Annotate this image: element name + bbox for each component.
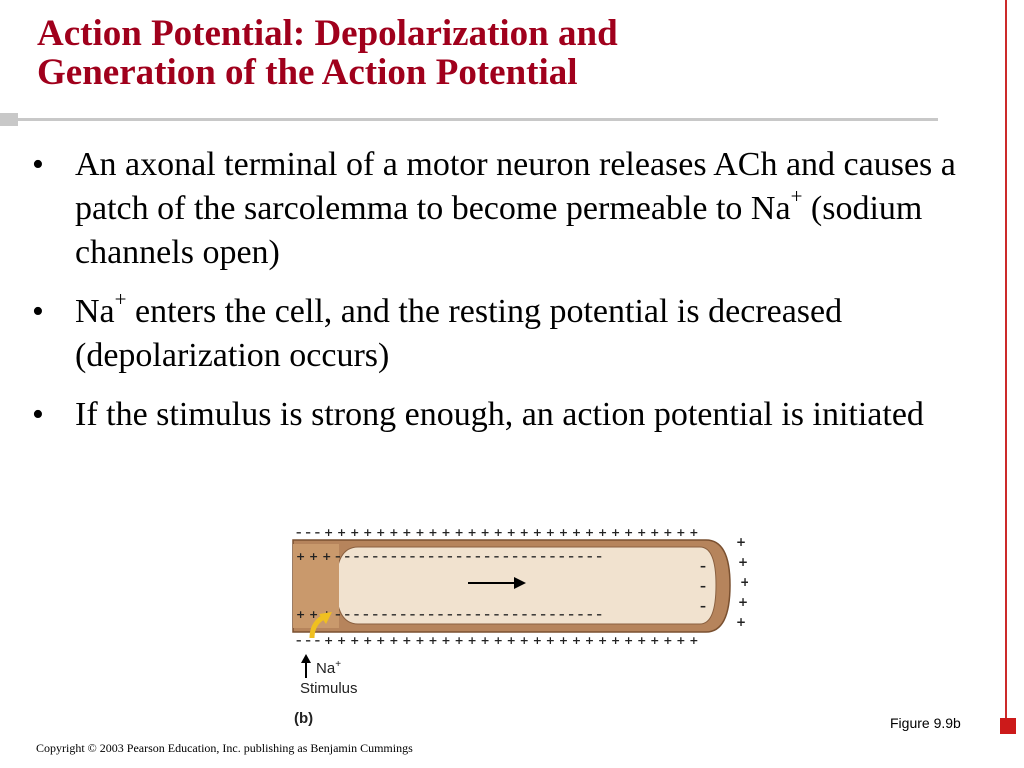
divider-tab — [0, 113, 18, 126]
slide-title-line-1: Action Potential: Depolarization and — [37, 13, 618, 54]
inner-top-charges: + + + – – – – – – – – – – – – – – – – – … — [296, 550, 602, 563]
slide-title: Action Potential: Depolarization and Gen… — [37, 14, 937, 92]
title-divider — [18, 118, 938, 121]
muscle-fiber-diagram: – – – + + + + + + + + + + + + + + + + + … — [292, 526, 750, 727]
corner-square — [1000, 718, 1016, 734]
bullet-marker: • — [32, 146, 44, 183]
svg-text:–: – — [700, 559, 706, 573]
na-label: Na+ — [316, 659, 341, 677]
panel-label: (b) — [294, 710, 313, 727]
svg-text:–: – — [700, 579, 706, 593]
inner-bottom-charges: + + + – – – – – – – – – – – – – – – – – … — [296, 608, 602, 621]
stimulus-label: Stimulus — [300, 680, 358, 697]
bullet-item: • If the stimulus is strong enough, an a… — [30, 393, 975, 437]
propagation-arrow — [468, 577, 526, 589]
bullet-text: An axonal terminal of a motor neuron rel… — [75, 146, 956, 227]
bullet-text: If the stimulus is strong enough, an act… — [75, 396, 924, 433]
svg-text:+: + — [738, 555, 748, 569]
depolarized-patch — [293, 544, 339, 628]
bullet-text-cont: enters the cell, and the resting potenti… — [75, 293, 843, 374]
accent-bar — [1005, 0, 1007, 718]
muscle-fiber-figure: – – – + + + + + + + + + + + + + + + + + … — [288, 520, 750, 730]
right-end-charges: – – – + + + + + — [700, 535, 750, 629]
bullet-text-cont: (sodium channels open) — [75, 190, 923, 271]
outer-bottom-charges: – – – + + + + + + + + + + + + + + + + + … — [296, 634, 699, 647]
svg-text:+: + — [738, 595, 748, 609]
copyright-notice: Copyright © 2003 Pearson Education, Inc.… — [36, 741, 413, 755]
svg-text:+: + — [736, 535, 746, 549]
bullet-item: • Na+ enters the cell, and the resting p… — [30, 286, 975, 378]
bullet-text: Na — [75, 293, 115, 330]
bullet-marker: • — [32, 293, 44, 330]
bullet-item: • An axonal terminal of a motor neuron r… — [30, 143, 975, 275]
bullet-marker: • — [32, 396, 44, 433]
figure-label: Figure 9.9b — [890, 715, 961, 731]
outer-top-charges: – – – + + + + + + + + + + + + + + + + + … — [296, 526, 699, 539]
superscript: + — [114, 286, 127, 311]
bullet-list: • An axonal terminal of a motor neuron r… — [30, 143, 975, 452]
stimulus-arrowhead — [319, 612, 332, 624]
slide-title-line-2: Generation of the Action Potential — [37, 52, 578, 93]
na-arrowhead — [301, 654, 311, 663]
svg-text:–: – — [700, 599, 706, 613]
svg-text:+: + — [736, 615, 746, 629]
superscript: + — [790, 183, 803, 208]
svg-text:+: + — [740, 575, 748, 589]
